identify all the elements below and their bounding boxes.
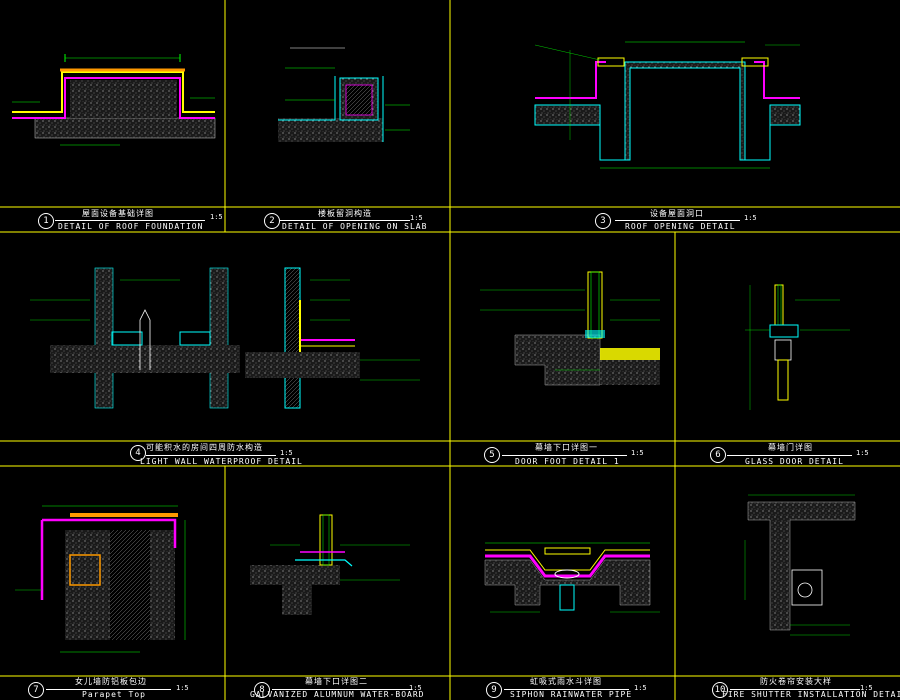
- panel-number-2: 2: [264, 213, 280, 229]
- panel-title-cn-9: 虹吸式雨水斗详图: [530, 677, 602, 686]
- panel-title-cn-6: 幕墙门详图: [768, 443, 813, 452]
- panel-title-en-10: FIRE SHUTTER INSTALLATION DETAIL: [722, 690, 900, 699]
- panel-number-6: 6: [710, 447, 726, 463]
- detail-glass-door: [745, 284, 850, 410]
- panel-number-9: 9: [486, 682, 502, 698]
- panel-scale-7: 1:5: [176, 684, 189, 692]
- panel-title-en-5: DOOR FOOT DETAIL 1: [515, 457, 620, 466]
- panel-number-3: 3: [595, 213, 611, 229]
- panel-scale-10: 1:5: [860, 684, 873, 692]
- panel-scale-1: 1:5: [210, 213, 223, 221]
- detail-siphon-rainwater: [484, 542, 660, 613]
- panel-title-en-2: DETAIL OF OPENING ON SLAB: [282, 222, 428, 231]
- panel-title-cn-8: 幕墙下口详图二: [305, 677, 368, 686]
- panel-title-en-9: SIPHON RAINWATER PIPE: [510, 690, 633, 699]
- panel-title-cn-1: 屋面设备基础详图: [82, 209, 154, 218]
- panel-number-7: 7: [28, 682, 44, 698]
- panel-scale-2: 1:5: [410, 214, 423, 222]
- detail-water-board: [250, 514, 410, 615]
- detail-opening-on-slab: [278, 47, 410, 142]
- detail-fire-shutter: [744, 494, 856, 636]
- panel-scale-9: 1:5: [634, 684, 647, 692]
- panel-title-en-1: DETAIL OF ROOF FOUNDATION: [58, 222, 204, 231]
- panel-title-cn-3: 设备屋面洞口: [650, 209, 704, 218]
- panel-scale-4: 1:5: [280, 449, 293, 457]
- panel-number-4: 4: [130, 445, 146, 461]
- panel-number-1: 1: [38, 213, 54, 229]
- panel-number-10: 10: [712, 682, 728, 698]
- detail-parapet-top: [15, 505, 186, 653]
- detail-roof-foundation: [12, 54, 216, 146]
- panel-number-5: 5: [484, 447, 500, 463]
- panel-scale-6: 1:5: [856, 449, 869, 457]
- panel-title-cn-7: 女儿墙防铝板包边: [75, 677, 147, 686]
- panel-title-cn-10: 防火卷帘安装大样: [760, 677, 832, 686]
- panel-title-en-7: Parapet Top: [82, 690, 146, 699]
- panel-scale-5: 1:5: [631, 449, 644, 457]
- panel-title-en-3: ROOF OPENING DETAIL: [625, 222, 736, 231]
- panel-title-cn-5: 幕墙下口详图一: [535, 443, 598, 452]
- panel-scale-8: 1:5: [409, 684, 422, 692]
- panel-number-8: 8: [254, 682, 270, 698]
- panel-title-cn-4: 可能积水的房间四周防水构造: [146, 443, 263, 452]
- detail-light-wall-waterproof: [30, 267, 420, 409]
- detail-roof-opening: [534, 41, 801, 169]
- detail-door-foot-1: [480, 271, 660, 386]
- panel-title-en-8: GALVANIZED ALUMNUM WATER-BOARD: [250, 690, 425, 699]
- panel-title-cn-2: 楼板留洞构造: [318, 209, 372, 218]
- panel-scale-3: 1:5: [744, 214, 757, 222]
- panel-title-en-4: LIGHT WALL WATERPROOF DETAIL: [140, 457, 303, 466]
- panel-title-en-6: GLASS DOOR DETAIL: [745, 457, 844, 466]
